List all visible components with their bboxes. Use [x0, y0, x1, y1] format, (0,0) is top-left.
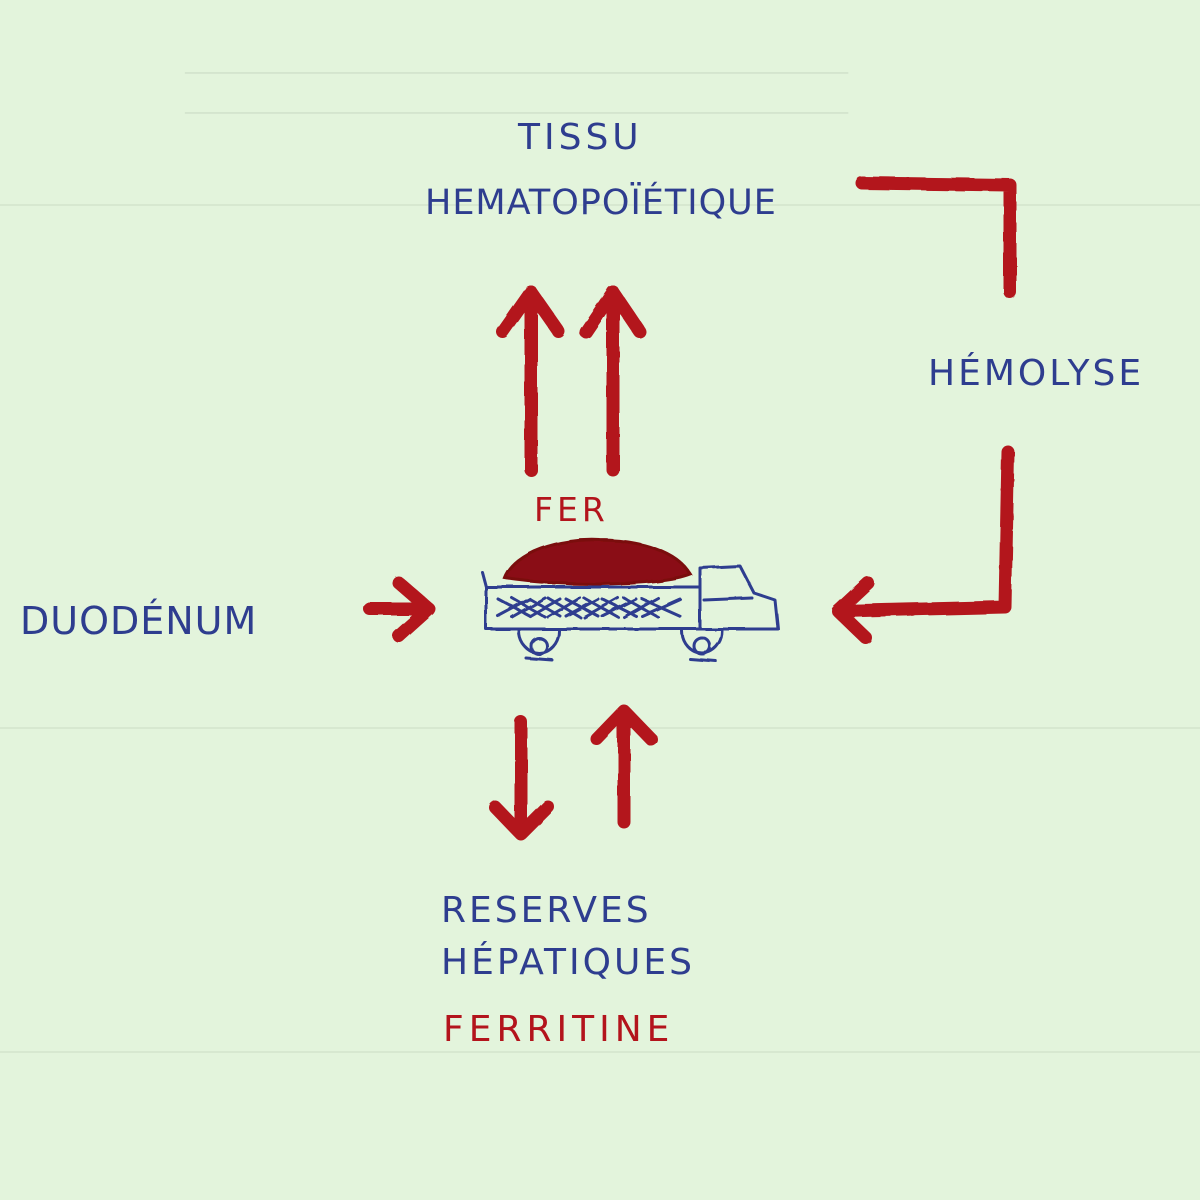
hemolyse-loop-top	[855, 176, 1017, 299]
node-label-duodenum: DUODÉNUM	[20, 599, 258, 643]
arrow-down-to-reserves	[488, 715, 555, 841]
arrow-up-right	[579, 285, 647, 477]
truck-icon	[480, 538, 780, 663]
iron-load	[502, 538, 693, 586]
arrow-duodenum-to-fer	[363, 576, 436, 643]
hemolyse-loop-bottom-arrow	[831, 445, 1015, 645]
node-label-ferritine: FERRITINE	[443, 1009, 675, 1050]
node-label-tissu: TISSU	[518, 117, 643, 158]
arrow-up-left	[496, 285, 566, 477]
node-label-hepatiques: HÉPATIQUES	[441, 942, 695, 983]
node-label-hematopoietique: HEMATOPOÏÉTIQUE	[425, 183, 777, 223]
node-label-reserves: RESERVES	[441, 890, 652, 931]
node-label-hemolyse: HÉMOLYSE	[928, 353, 1145, 394]
arrow-up-from-reserves	[590, 704, 658, 829]
node-label-fer: FER	[534, 490, 609, 529]
